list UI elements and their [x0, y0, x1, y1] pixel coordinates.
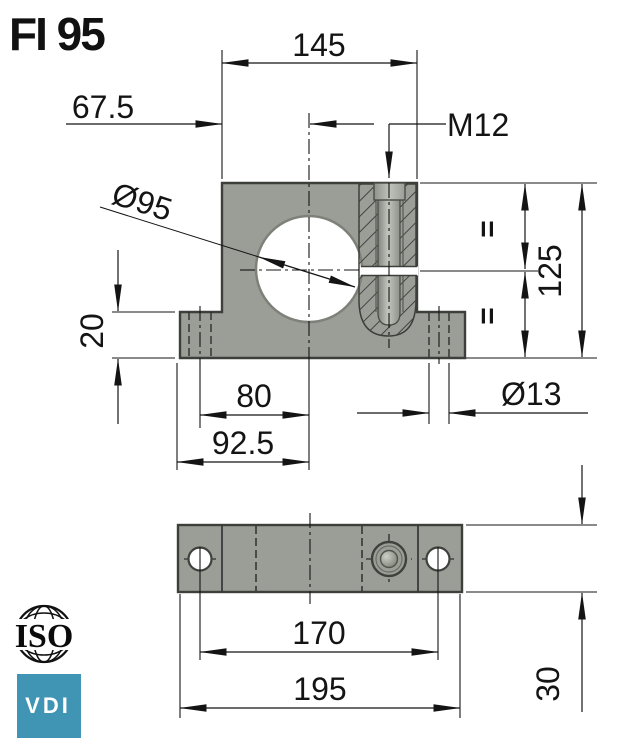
bore-diameter-label: Ø95 [108, 175, 177, 228]
dimension-lines [66, 59, 588, 712]
iso-label: ISO [15, 618, 74, 655]
dim-80-label: 80 [236, 378, 272, 414]
hole-diameter-label: Ø13 [501, 376, 561, 412]
dim-92-5-label: 92.5 [212, 425, 274, 461]
hidden-bore-lines [255, 526, 363, 591]
part-title: FI 95 [9, 8, 105, 60]
dimension-labels: 145 67.5 M12 Ø95 = = 125 20 80 92.5 Ø13 … [72, 27, 568, 707]
plan-view [176, 513, 464, 604]
dim-170-label: 170 [292, 615, 345, 651]
dim-67-5-label: 67.5 [72, 89, 134, 125]
dim-125-label: 125 [532, 244, 568, 297]
equal-top-label: = [471, 220, 504, 238]
thread-hole-inner [379, 549, 399, 569]
iso-text-band [8, 619, 80, 650]
thread-hole-ring [375, 545, 403, 573]
equal-bottom-label: = [471, 307, 504, 325]
dim-195-label: 195 [293, 671, 346, 707]
dim-30-label: 30 [530, 666, 566, 702]
extension-lines [112, 50, 597, 718]
hidden-lines-front [188, 312, 450, 358]
vdi-box [17, 674, 81, 738]
dim-145-label: 145 [292, 27, 345, 63]
thread-m12-label: M12 [447, 107, 509, 143]
base-plate [176, 523, 464, 594]
vdi-label: VDI [25, 693, 71, 718]
front-view [178, 113, 467, 364]
iso-logo: ISO [8, 604, 80, 664]
vdi-logo: VDI [17, 674, 81, 738]
dim-20-label: 20 [74, 313, 110, 349]
